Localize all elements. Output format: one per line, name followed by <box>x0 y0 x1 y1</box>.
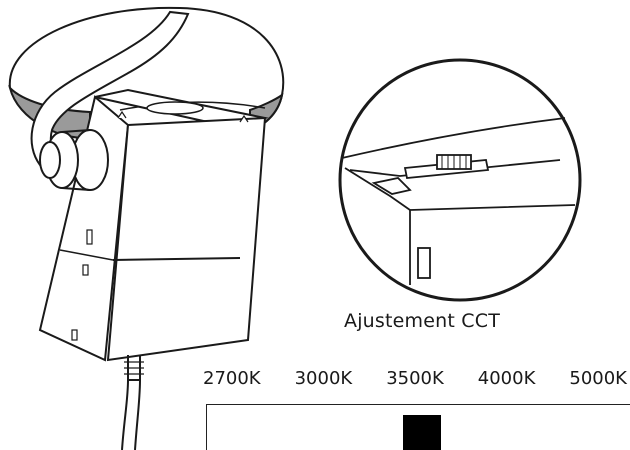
cct-slide-knob[interactable] <box>403 415 441 450</box>
conduit-fitting <box>39 129 109 191</box>
cct-option-label: 3000K <box>294 368 353 389</box>
cct-option-label: 4000K <box>477 368 536 389</box>
driver-box <box>38 88 269 362</box>
cct-option-label: 5000K <box>569 368 627 389</box>
cct-options: 2700K 3000K 3500K 4000K 5000K <box>203 368 627 398</box>
cct-caption: Ajustement CCT <box>344 310 501 332</box>
power-cable <box>121 355 144 450</box>
cct-switch-detail <box>338 58 582 302</box>
cct-slide-track <box>206 404 630 450</box>
cct-option-label: 2700K <box>203 368 261 389</box>
cct-option-label: 3500K <box>386 368 444 389</box>
